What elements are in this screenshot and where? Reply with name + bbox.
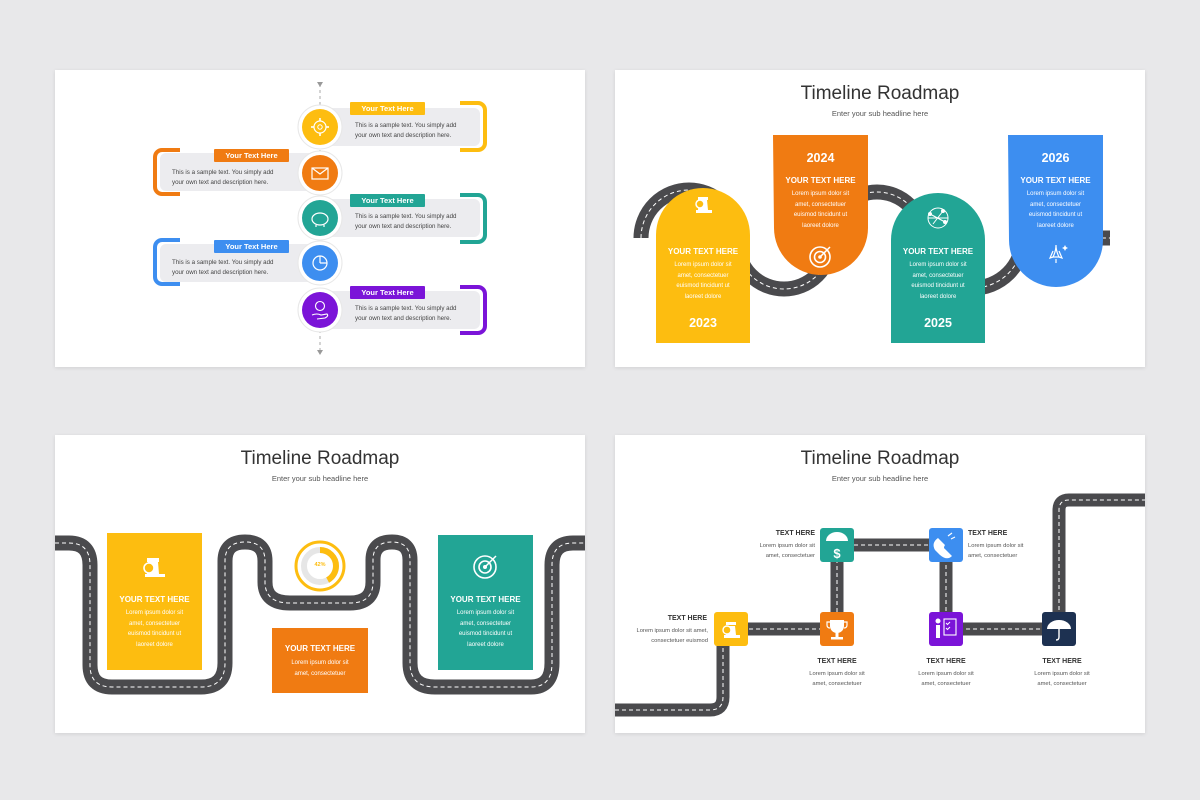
- item-5-label: Your Text Here: [350, 286, 425, 299]
- winding-road-graphic: [633, 135, 1145, 343]
- presenter-icon: [929, 612, 963, 646]
- gear-icon: [297, 104, 343, 150]
- slide-vertical-timeline[interactable]: Your Text Here This is a sample text. Yo…: [55, 70, 585, 367]
- trophy-icon: [820, 612, 854, 646]
- money-hand-icon: [297, 287, 343, 333]
- curvy-road-graphic: [55, 533, 585, 695]
- target-icon: [809, 246, 831, 268]
- chess-icon: [143, 558, 165, 577]
- pie-chart-icon: [297, 240, 343, 286]
- magnet-icon: [929, 528, 963, 562]
- slide-stepped-road[interactable]: Timeline Roadmap Enter your sub headline…: [615, 435, 1145, 733]
- slide-subtitle: Enter your sub headline here: [271, 474, 369, 483]
- slide-title: Timeline Roadmap: [240, 448, 400, 469]
- card-2-heading: YOUR TEXT HERE: [284, 644, 356, 653]
- dollar-umbrella-icon: $: [820, 528, 854, 562]
- item-2-label: Your Text Here: [214, 149, 289, 162]
- slide-road-cards[interactable]: Timeline Roadmap Enter your sub headline…: [55, 435, 585, 733]
- card-2026-heading: YOUR TEXT HERE: [1020, 176, 1091, 185]
- slide-subtitle: Enter your sub headline here: [831, 474, 929, 483]
- piggy-bank-icon: [297, 195, 343, 241]
- card-2025-heading: YOUR TEXT HERE: [902, 247, 974, 256]
- vertical-timeline-graphic: [153, 82, 487, 355]
- item-4-label: Your Text Here: [214, 240, 289, 253]
- slide-title: Timeline Roadmap: [800, 83, 960, 104]
- slide-subtitle: Enter your sub headline here: [831, 109, 929, 118]
- node-3-heading: TEXT HERE: [817, 658, 857, 665]
- node-1-text: Lorem ipsum dolor sit amet,consectetuer …: [636, 628, 708, 644]
- card-2026-year: 2026: [1041, 151, 1070, 165]
- card-2024-year: 2024: [806, 151, 835, 165]
- card-2025-year: 2025: [924, 316, 952, 330]
- card-1-heading: YOUR TEXT HERE: [119, 595, 190, 604]
- donut-label: 42%: [314, 562, 326, 568]
- chess-icon: [695, 197, 712, 213]
- node-1-heading: TEXT HERE: [667, 615, 707, 622]
- item-3-label: Your Text Here: [350, 194, 425, 207]
- card-2023-heading: YOUR TEXT HERE: [667, 247, 739, 256]
- chess-icon: [714, 612, 748, 646]
- stepped-road-graphic: $: [615, 493, 1145, 717]
- node-4-heading: TEXT HERE: [968, 530, 1008, 537]
- node-2-heading: TEXT HERE: [775, 530, 815, 537]
- card-2023-year: 2023: [689, 316, 717, 330]
- donut-chart: [294, 540, 346, 592]
- brain-network-icon: [927, 207, 949, 229]
- card-2024-heading: YOUR TEXT HERE: [785, 176, 856, 185]
- svg-text:$: $: [833, 546, 841, 561]
- umbrella-icon: [1042, 612, 1076, 646]
- node-5-heading: TEXT HERE: [926, 658, 966, 665]
- node-6-heading: TEXT HERE: [1042, 658, 1082, 665]
- rocket-icon: [1048, 244, 1068, 263]
- item-1-label: Your Text Here: [350, 102, 425, 115]
- slide-roadmap-cards[interactable]: Timeline Roadmap Enter your sub headline…: [615, 70, 1145, 367]
- envelope-icon: [297, 150, 343, 196]
- card-3-heading: YOUR TEXT HERE: [450, 595, 521, 604]
- slide-title: Timeline Roadmap: [800, 448, 960, 469]
- target-icon: [473, 555, 497, 579]
